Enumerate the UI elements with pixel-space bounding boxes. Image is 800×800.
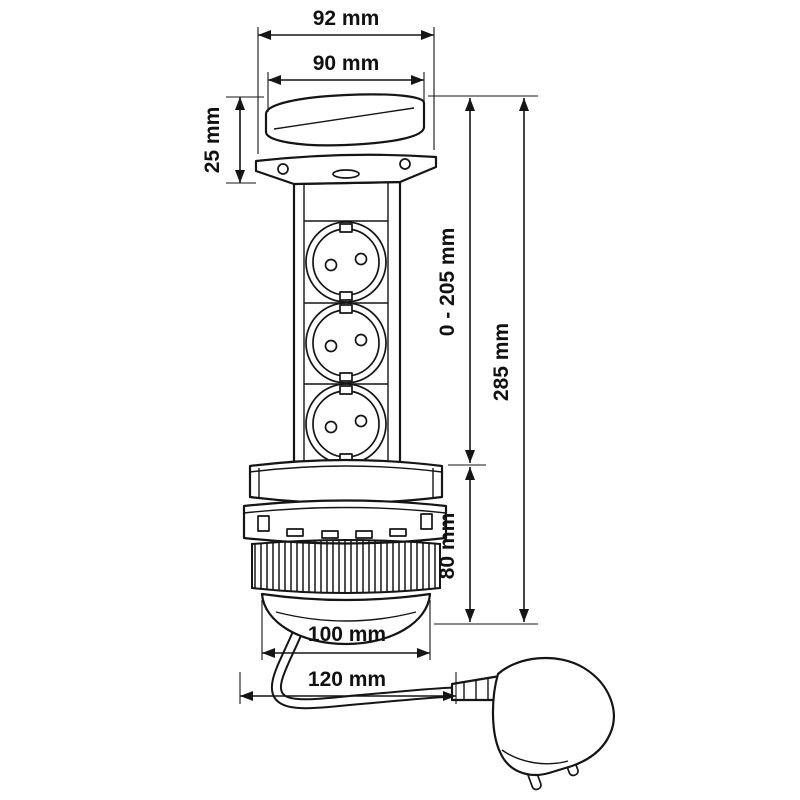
dimension-label-base-width: 100 mm bbox=[308, 623, 386, 646]
dimension-lid-width: 90 mm bbox=[267, 52, 425, 112]
dimension-label-lid-width: 90 mm bbox=[313, 52, 380, 75]
lid-slant-line bbox=[273, 107, 415, 130]
dimension-label-extension-range: 0 - 205 mm bbox=[436, 228, 459, 337]
dimension-extension-range: 0 - 205 mm bbox=[436, 98, 475, 463]
dimension-annotations: 92 mm 90 mm 25 mm 0 - 205 mm 285 mm bbox=[201, 7, 538, 704]
socket-1 bbox=[305, 221, 387, 303]
collar-ring bbox=[248, 458, 444, 505]
dimension-mounting-width: 120 mm bbox=[239, 668, 457, 704]
socket-3 bbox=[305, 383, 387, 465]
flange-screw-left bbox=[277, 163, 289, 175]
top-flange bbox=[254, 153, 438, 186]
dimension-base-width: 100 mm bbox=[261, 600, 431, 660]
dimension-lid-height: 25 mm bbox=[201, 96, 264, 184]
dimension-base-height: 80 mm bbox=[436, 467, 475, 622]
dimension-label-base-height: 80 mm bbox=[436, 513, 459, 580]
schuko-plug bbox=[450, 656, 615, 791]
dimension-label-outer-width: 92 mm bbox=[313, 7, 380, 30]
flange-screw-right bbox=[399, 158, 411, 170]
flange-slot bbox=[332, 169, 360, 179]
plug-body bbox=[491, 656, 615, 777]
dimension-outer-width: 92 mm bbox=[257, 7, 435, 154]
lid-cap bbox=[264, 93, 426, 147]
dimension-label-total-height: 285 mm bbox=[490, 323, 513, 401]
dimension-label-mounting-width: 120 mm bbox=[308, 668, 386, 691]
plug-face-line bbox=[501, 749, 569, 765]
knurled-ring bbox=[251, 539, 441, 594]
pop-up-socket-tower bbox=[242, 93, 615, 791]
dimension-total-height: 285 mm bbox=[490, 98, 529, 622]
dimension-label-lid-height: 25 mm bbox=[201, 107, 224, 174]
bottom-dome bbox=[260, 592, 432, 646]
socket-2 bbox=[305, 302, 387, 384]
base-ring bbox=[242, 499, 448, 545]
